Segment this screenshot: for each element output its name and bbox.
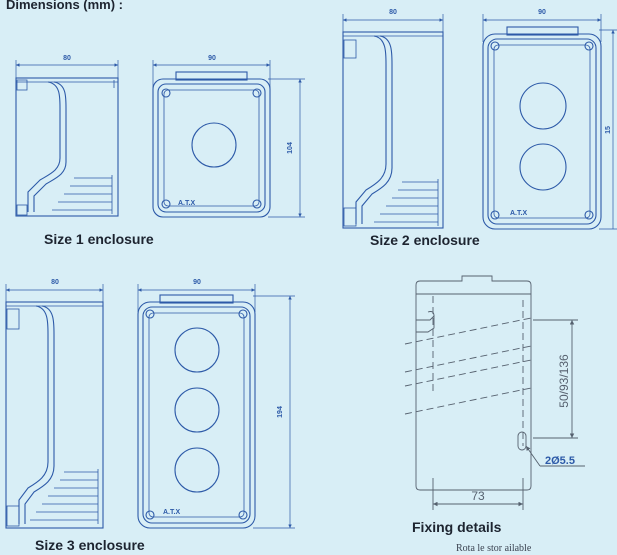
- size3-side-view: 80: [5, 279, 104, 529]
- size1-width-label: 90: [208, 55, 216, 62]
- footnote: Rota le stor ailable: [456, 543, 532, 554]
- size2-height-label: 15: [605, 126, 612, 134]
- size2-depth-label: 80: [389, 9, 397, 16]
- size2-logo: A.T.X: [510, 210, 527, 217]
- page-title: Dimensions (mm) :: [6, 0, 124, 12]
- size2-side-view: 80: [342, 9, 444, 229]
- fixing-width-label: 73: [471, 489, 485, 503]
- size3-depth-label: 80: [51, 279, 59, 286]
- size3-width-label: 90: [193, 279, 201, 286]
- size3-caption: Size 3 enclosure: [35, 537, 145, 553]
- size1-depth-label: 80: [63, 55, 71, 62]
- size2-caption: Size 2 enclosure: [370, 232, 480, 248]
- size3-height-label: 194: [277, 406, 284, 418]
- size1-front-view: 90 A.T.X 104: [152, 55, 305, 218]
- size2-width-label: 90: [538, 9, 546, 16]
- fixing-details-view: 50/93/136 73 2Ø5.5: [404, 275, 585, 510]
- size2-front-view: 90 A.T.X 15: [482, 9, 617, 230]
- size1-height-label: 104: [287, 142, 294, 154]
- size3-logo: A.T.X: [163, 509, 180, 516]
- fixing-caption: Fixing details: [412, 519, 502, 535]
- size1-logo: A.T.X: [178, 200, 195, 207]
- fixing-hole-label: 2Ø5.5: [545, 455, 575, 467]
- fixing-spacing-label: 50/93/136: [557, 354, 571, 408]
- size3-front-view: 90 A.T.X 194: [137, 279, 295, 529]
- size1-side-view: 80: [15, 55, 119, 217]
- size1-caption: Size 1 enclosure: [44, 231, 154, 247]
